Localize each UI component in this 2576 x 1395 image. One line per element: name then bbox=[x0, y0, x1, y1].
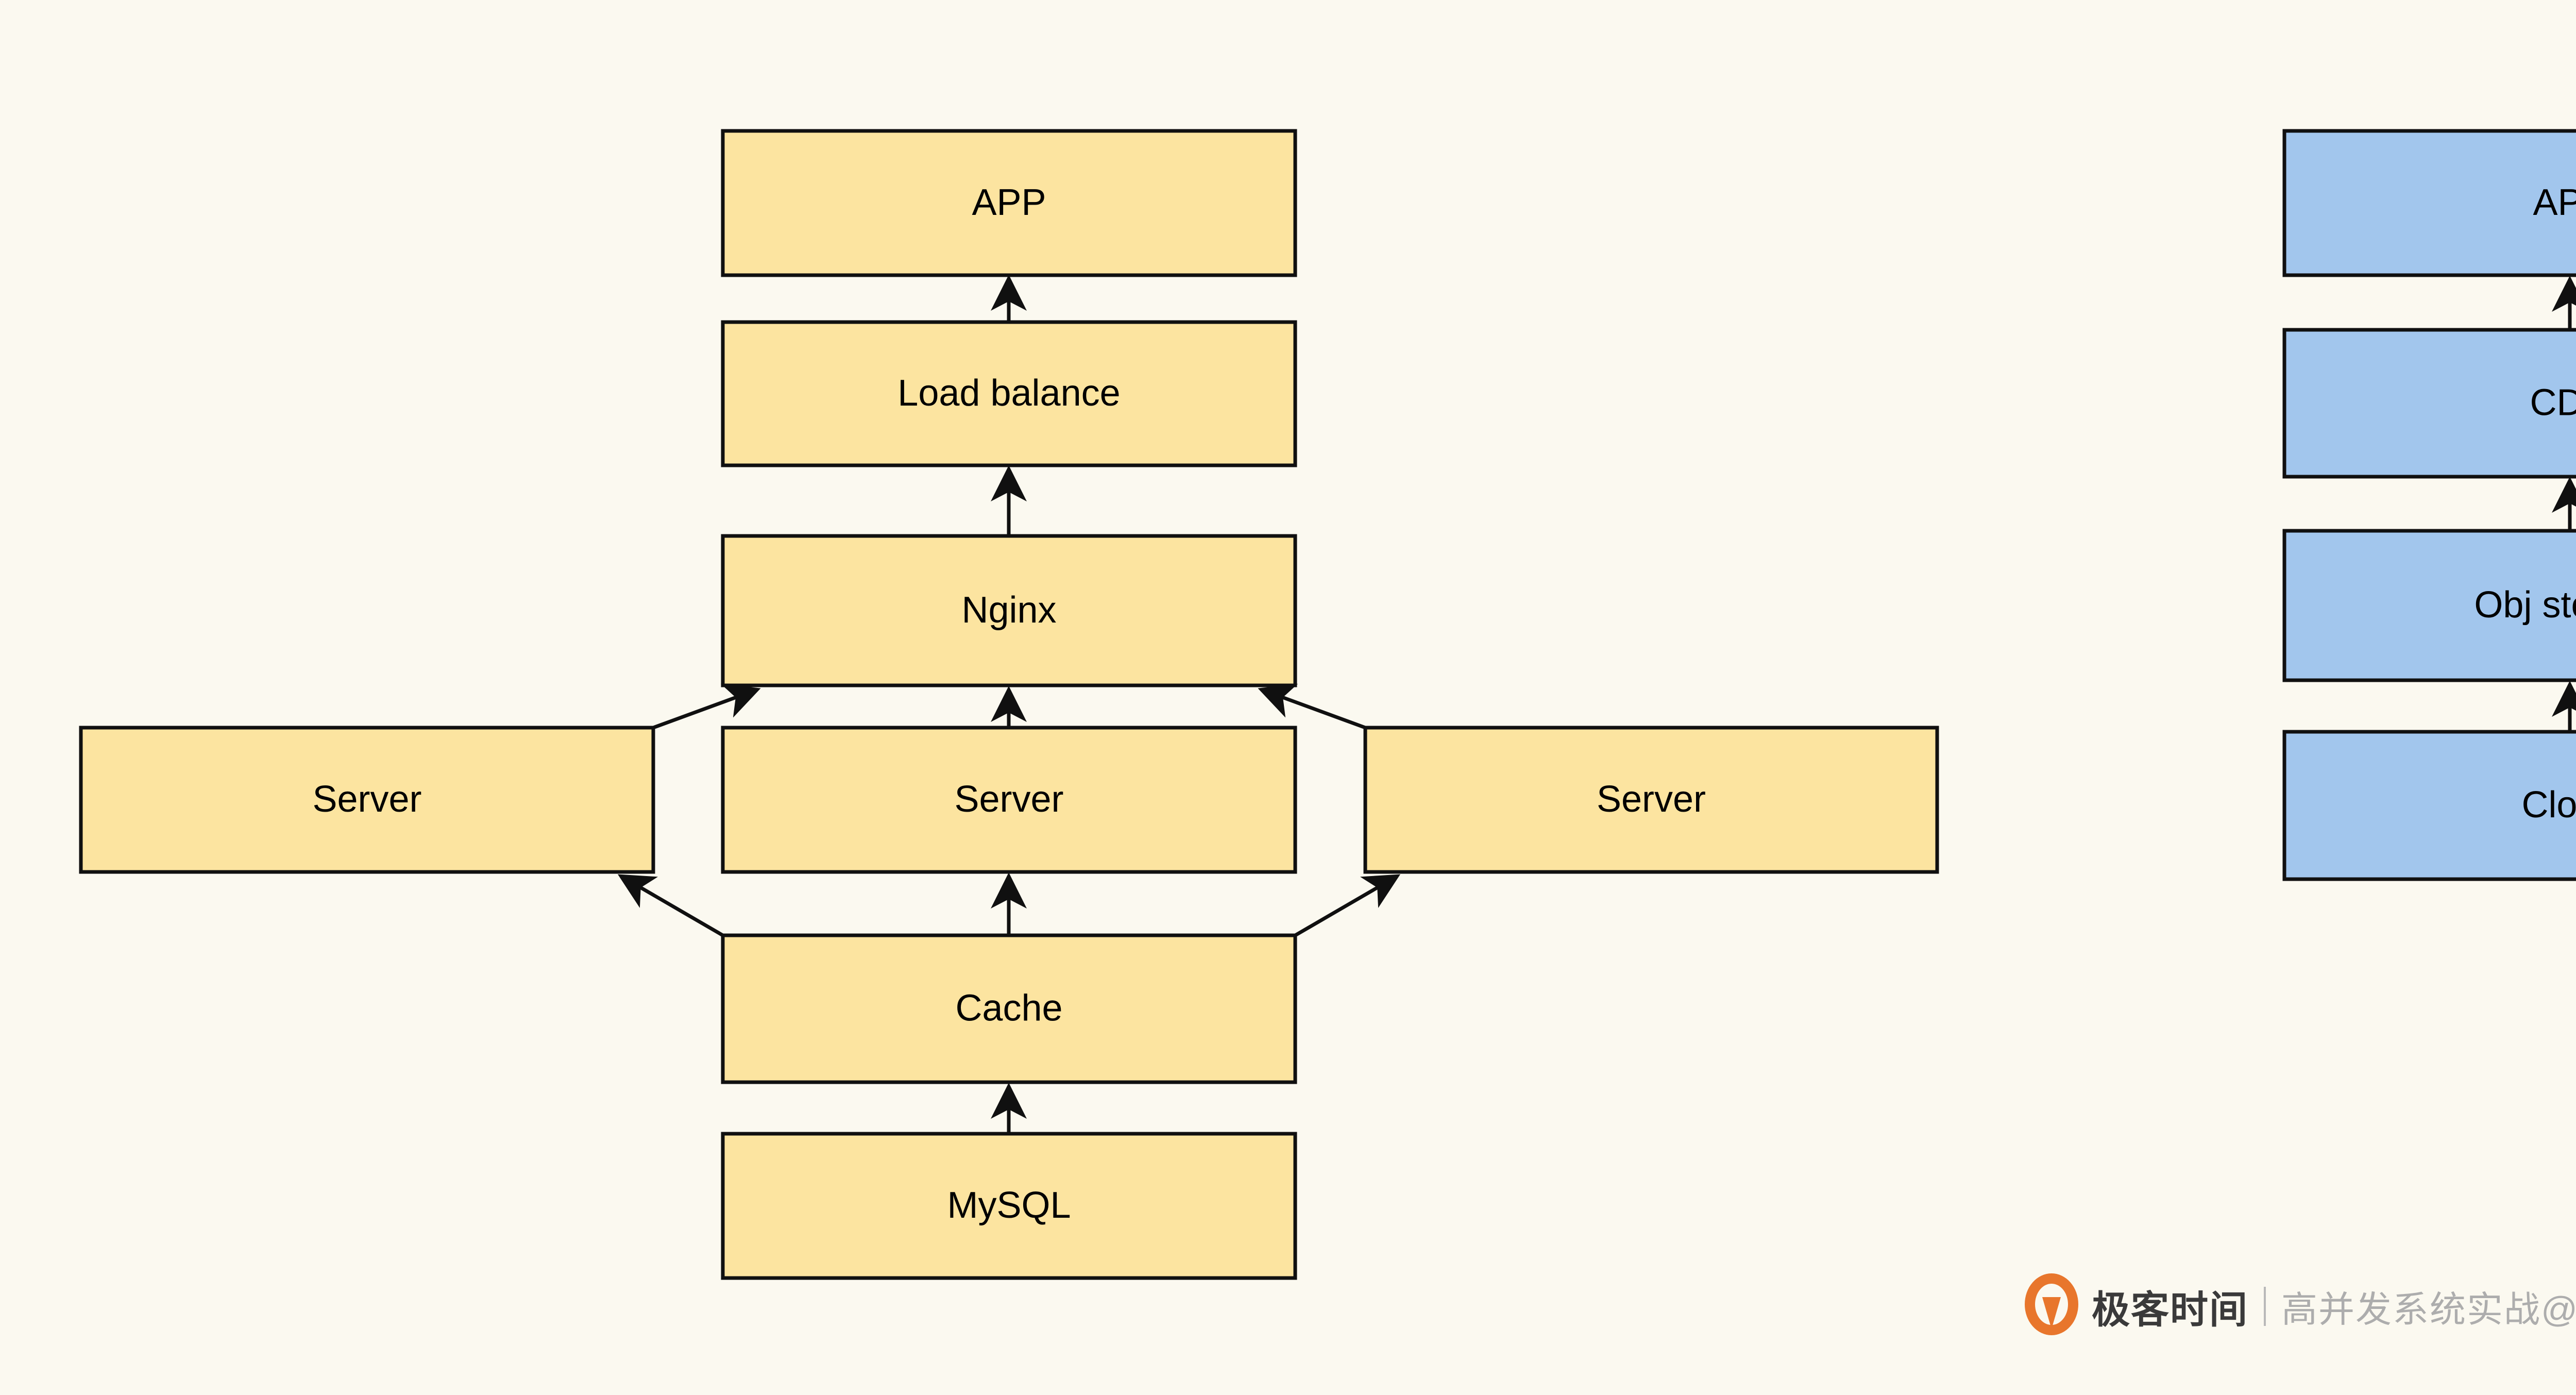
node-box-nginx[interactable] bbox=[721, 534, 1297, 687]
node-label-server-left: Server bbox=[312, 779, 421, 820]
node-box-cdn[interactable] bbox=[2282, 328, 2576, 479]
node-label-nginx: Nginx bbox=[961, 590, 1056, 631]
node-mysql[interactable]: MySQL bbox=[721, 1132, 1297, 1280]
node-server-mid[interactable]: Server bbox=[721, 726, 1297, 874]
node-label-server-right: Server bbox=[1597, 779, 1706, 820]
node-label-obj-storage: Obj storage bbox=[2474, 584, 2576, 626]
watermark: 极客时间 高并发系统实战@蓝天 bbox=[2025, 1270, 2576, 1342]
node-label-cache: Cache bbox=[955, 988, 1062, 1029]
node-label-cdn: CDN bbox=[2530, 382, 2576, 424]
node-server-right[interactable]: Server bbox=[1363, 726, 1939, 874]
node-cache[interactable]: Cache bbox=[721, 933, 1297, 1084]
node-box-server-right[interactable] bbox=[1363, 726, 1939, 874]
node-label-cloud: Cloud bbox=[2521, 784, 2576, 826]
watermark-brand: 极客时间 bbox=[2092, 1288, 2248, 1331]
edges-layer bbox=[617, 275, 2576, 1134]
node-box-app[interactable] bbox=[721, 129, 1297, 277]
node-box-mysql[interactable] bbox=[721, 1132, 1297, 1280]
node-box-cloud[interactable] bbox=[2282, 730, 2576, 881]
node-label-server-mid: Server bbox=[954, 779, 1063, 820]
node-box-obj-storage[interactable] bbox=[2282, 529, 2576, 682]
node-cloud[interactable]: Cloud bbox=[2282, 730, 2576, 881]
node-box-server-mid[interactable] bbox=[721, 726, 1297, 874]
watermark-subtitle: 高并发系统实战@蓝天 bbox=[2281, 1289, 2576, 1330]
node-label-app-cdn: APP bbox=[2533, 182, 2576, 223]
edge-cache-to-server-left bbox=[617, 874, 724, 937]
edge-server-left-to-nginx bbox=[652, 683, 761, 730]
node-box-app-cdn[interactable] bbox=[2282, 129, 2576, 277]
geektime-logo-icon bbox=[2025, 1273, 2078, 1339]
node-label-app: APP bbox=[972, 182, 1046, 223]
node-cdn[interactable]: CDN bbox=[2282, 328, 2576, 479]
edge-cache-to-server-right bbox=[1294, 874, 1401, 937]
node-obj-storage[interactable]: Obj storage bbox=[2282, 529, 2576, 682]
edge-server-right-to-nginx bbox=[1258, 683, 1366, 730]
node-nginx[interactable]: Nginx bbox=[721, 534, 1297, 687]
node-box-server-left[interactable] bbox=[79, 726, 655, 874]
node-label-load-balance: Load balance bbox=[897, 373, 1120, 414]
node-box-load-balance[interactable] bbox=[721, 320, 1297, 467]
watermark-separator bbox=[2264, 1287, 2266, 1326]
node-label-mysql: MySQL bbox=[947, 1185, 1071, 1226]
node-app-cdn[interactable]: APP bbox=[2282, 129, 2576, 277]
node-load-balance[interactable]: Load balance bbox=[721, 320, 1297, 467]
node-server-left[interactable]: Server bbox=[79, 726, 655, 874]
node-app[interactable]: APP bbox=[721, 129, 1297, 277]
node-box-cache[interactable] bbox=[721, 933, 1297, 1084]
